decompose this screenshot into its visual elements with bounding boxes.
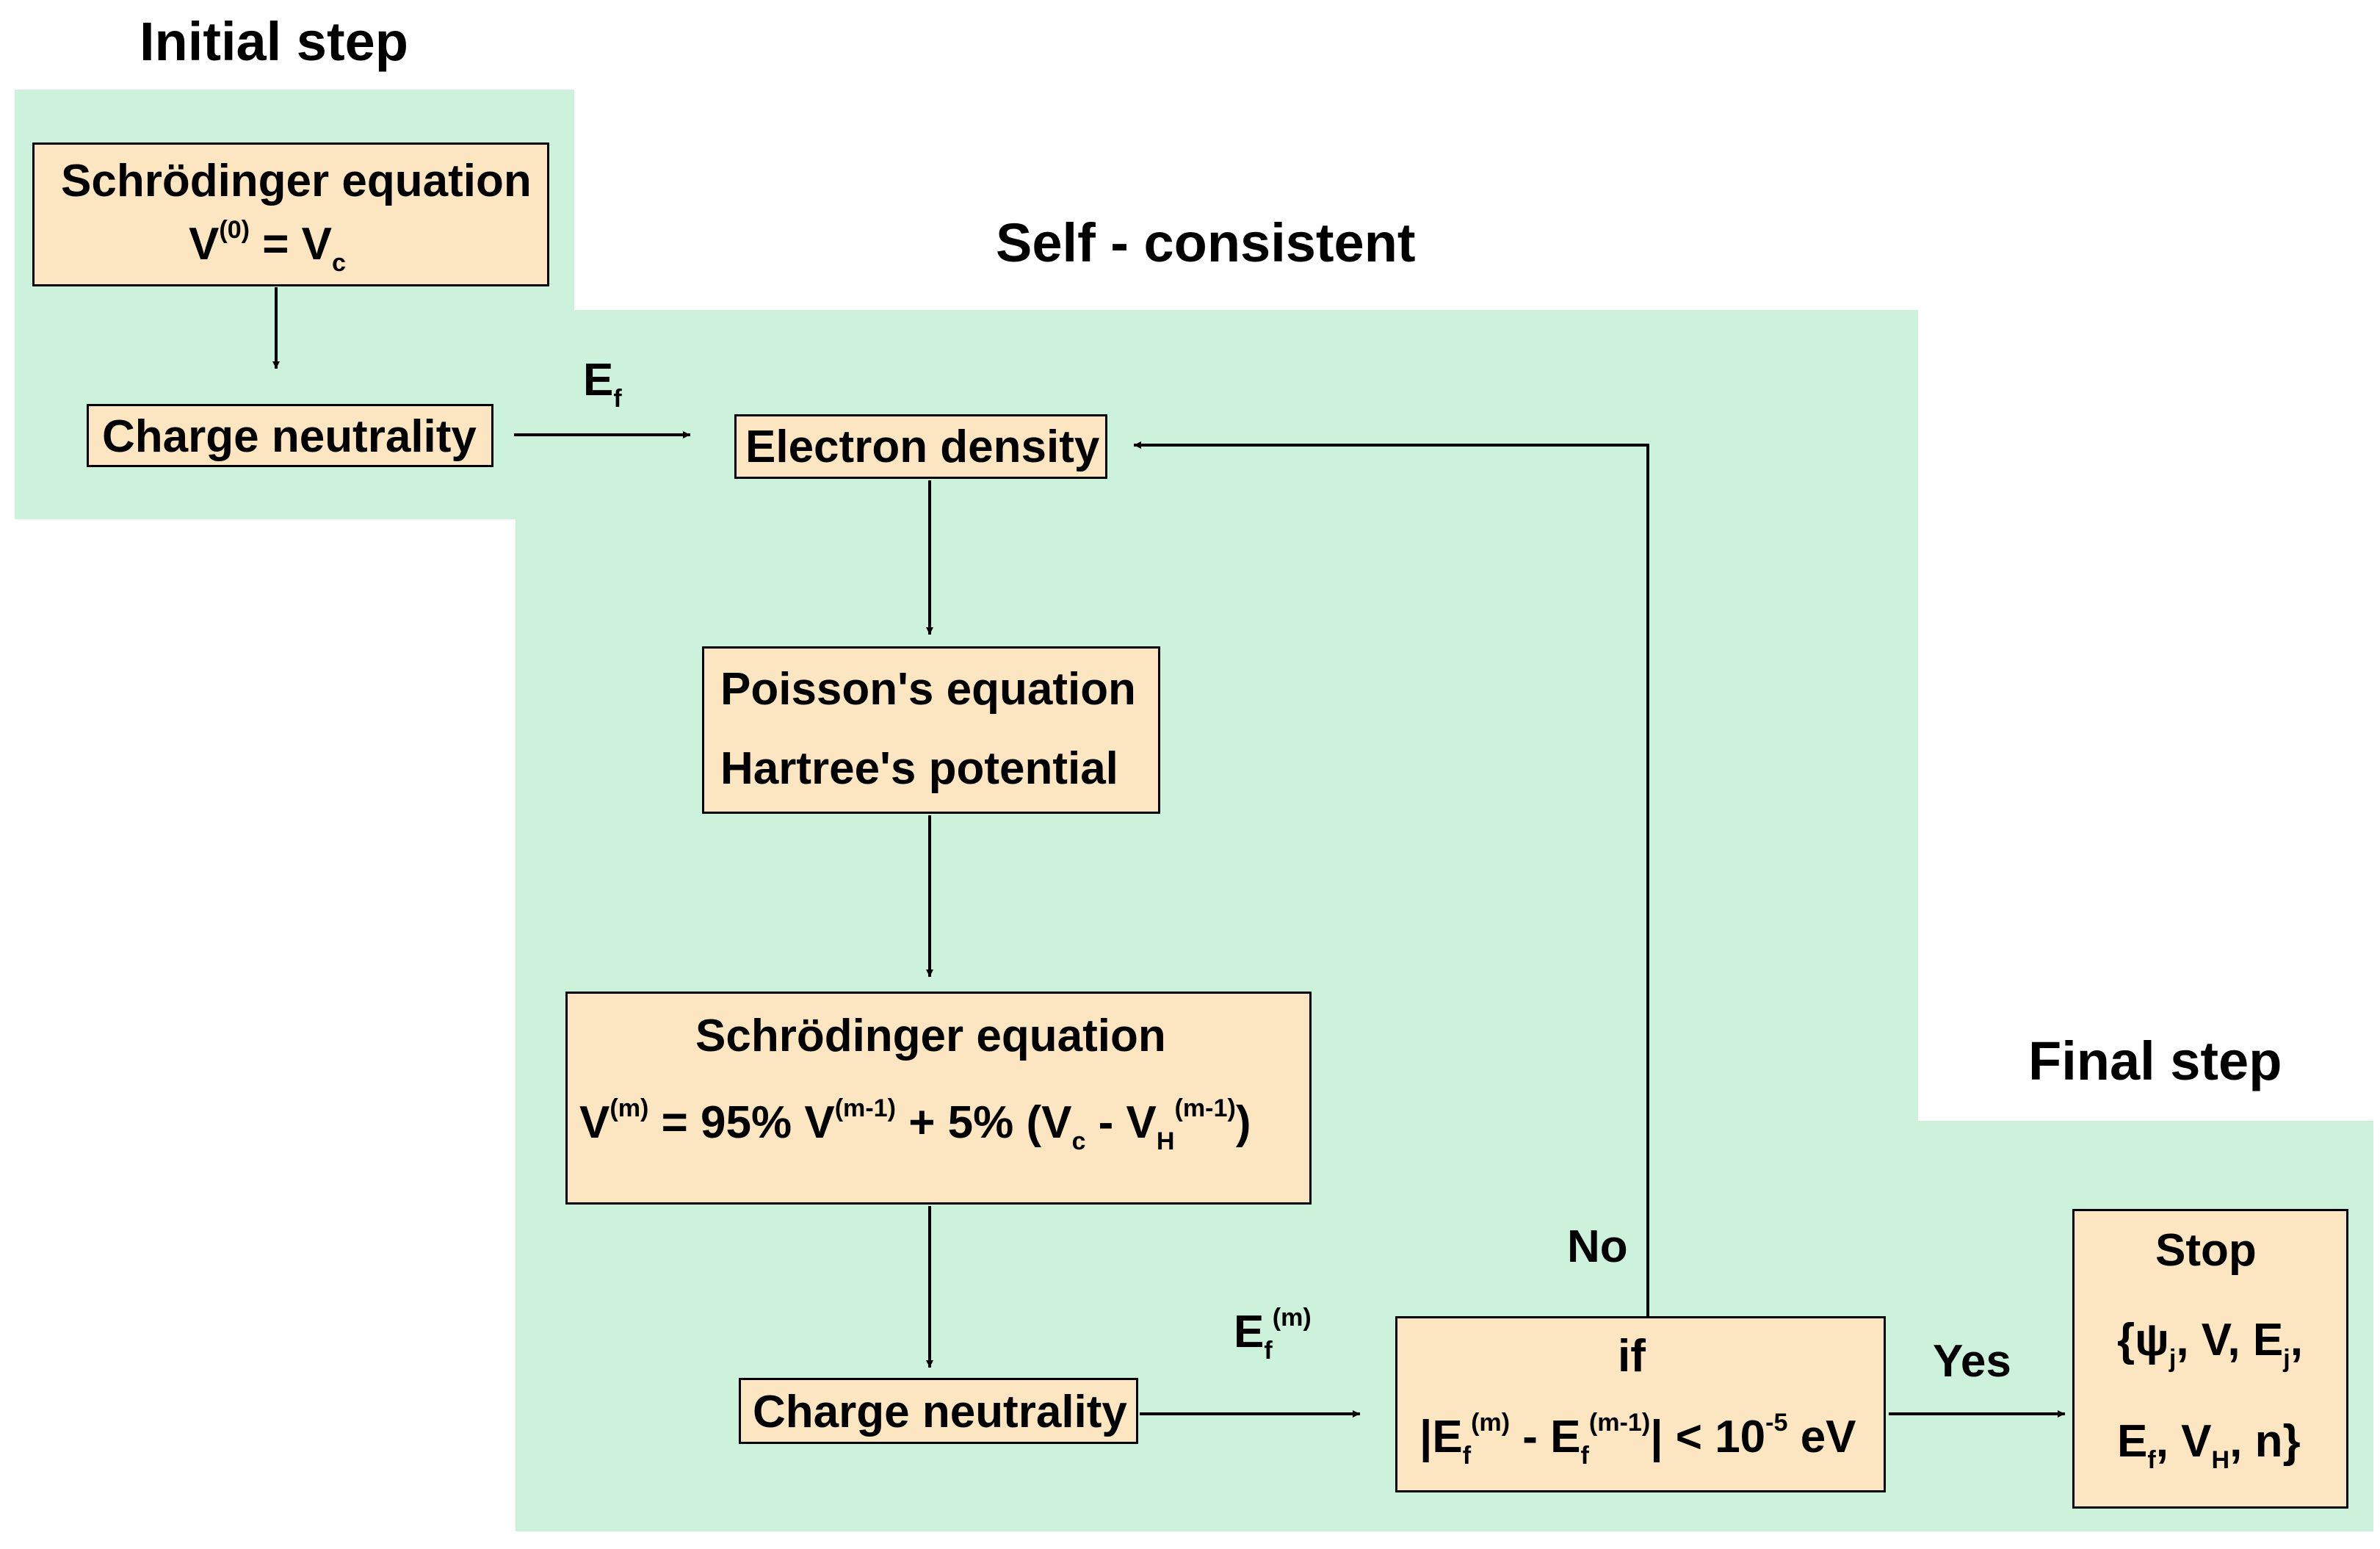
heading-self-consistent: Self - consistent	[996, 212, 1416, 273]
box-poisson: Poisson's equation Hartree's potential	[702, 646, 1160, 814]
stop-outputs-line-1: {ψj, V, Ej,	[2117, 1315, 2303, 1373]
schrodinger-mixing-title: Schrödinger equation	[695, 1011, 1166, 1061]
arrow-condition-no-loop	[1134, 441, 1649, 1322]
charge-neutrality-title: Charge neutrality	[753, 1387, 1127, 1437]
poisson-line-1: Poisson's equation	[720, 664, 1136, 715]
poisson-line-2: Hartree's potential	[720, 743, 1118, 794]
initial-neutrality-title: Charge neutrality	[102, 411, 477, 462]
box-initial-schrodinger: Schrödinger equation V(0) = Vc	[32, 142, 549, 286]
box-initial-charge-neutrality: Charge neutrality	[87, 404, 493, 467]
edge-label-no: No	[1567, 1221, 1628, 1272]
box-convergence-condition: if |Ef(m) - Ef(m-1)| < 10-5 eV	[1395, 1316, 1886, 1492]
box-electron-density: Electron density	[734, 414, 1107, 479]
stop-title: Stop	[2155, 1225, 2257, 1276]
box-schrodinger-mixing: Schrödinger equation V(m) = 95% V(m-1) +…	[565, 992, 1312, 1205]
heading-final-step: Final step	[2028, 1030, 2282, 1091]
edge-label-ef: Ef	[583, 355, 622, 414]
stop-outputs-line-2: Ef, VH, n}	[2117, 1416, 2301, 1475]
potential-mixing-equation: V(m) = 95% V(m-1) + 5% (Vc - VH(m-1))	[579, 1094, 1251, 1156]
box-stop: Stop {ψj, V, Ej, Ef, VH, n}	[2072, 1209, 2348, 1509]
box-charge-neutrality: Charge neutrality	[739, 1378, 1138, 1444]
electron-density-title: Electron density	[745, 422, 1100, 472]
condition-title: if	[1618, 1331, 1646, 1382]
convergence-criterion: |Ef(m) - Ef(m-1)| < 10-5 eV	[1419, 1408, 1856, 1470]
heading-initial-step: Initial step	[140, 11, 408, 72]
edge-label-ef-m: Ef(m)	[1234, 1303, 1312, 1365]
initial-potential-equation: V(0) = Vc	[189, 215, 346, 278]
initial-schrodinger-title: Schrödinger equation	[61, 156, 532, 206]
edge-label-yes: Yes	[1933, 1336, 2011, 1387]
